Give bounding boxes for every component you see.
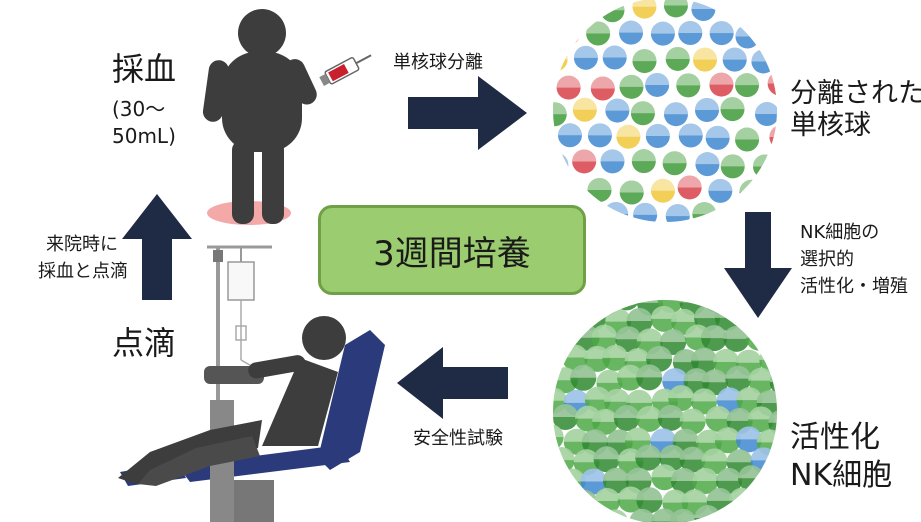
arrow-right-icon (408, 76, 527, 150)
culture-period-label: 3週間培養 (373, 233, 531, 274)
return-visit-line1: 来院時に (46, 234, 118, 255)
culture-period-box: 3週間培養 (318, 205, 586, 295)
activation-line1: NK細胞の (800, 222, 880, 243)
activated-nk-line1: 活性化 (790, 420, 880, 455)
arrow-up-icon (122, 194, 192, 300)
separation-arrow-label: 単核球分離 (393, 52, 483, 73)
cell-cluster-icon (553, 300, 777, 522)
blood-volume-line1: (30〜 (112, 97, 166, 121)
blood-volume-line2: 50mL) (112, 124, 176, 148)
activated-nk-line2: NK細胞 (790, 458, 893, 493)
separated-cells-line1: 分離された (790, 78, 921, 109)
reclining-patient-icon (118, 316, 385, 522)
return-visit-line2: 採血と点滴 (38, 261, 128, 282)
activation-line3: 活性化・増殖 (800, 276, 908, 297)
person-icon (202, 9, 317, 225)
activation-line2: 選択的 (800, 249, 854, 270)
arrow-down-icon (724, 212, 792, 318)
syringe-icon (319, 54, 372, 86)
safety-test-label: 安全性試験 (413, 428, 503, 449)
cell-cluster-icon (553, 0, 777, 222)
drip-label: 点滴 (112, 324, 177, 362)
blood-draw-label: 採血 (112, 50, 177, 88)
separated-cells-line2: 単核球 (790, 110, 871, 141)
arrow-left-icon (397, 347, 508, 419)
